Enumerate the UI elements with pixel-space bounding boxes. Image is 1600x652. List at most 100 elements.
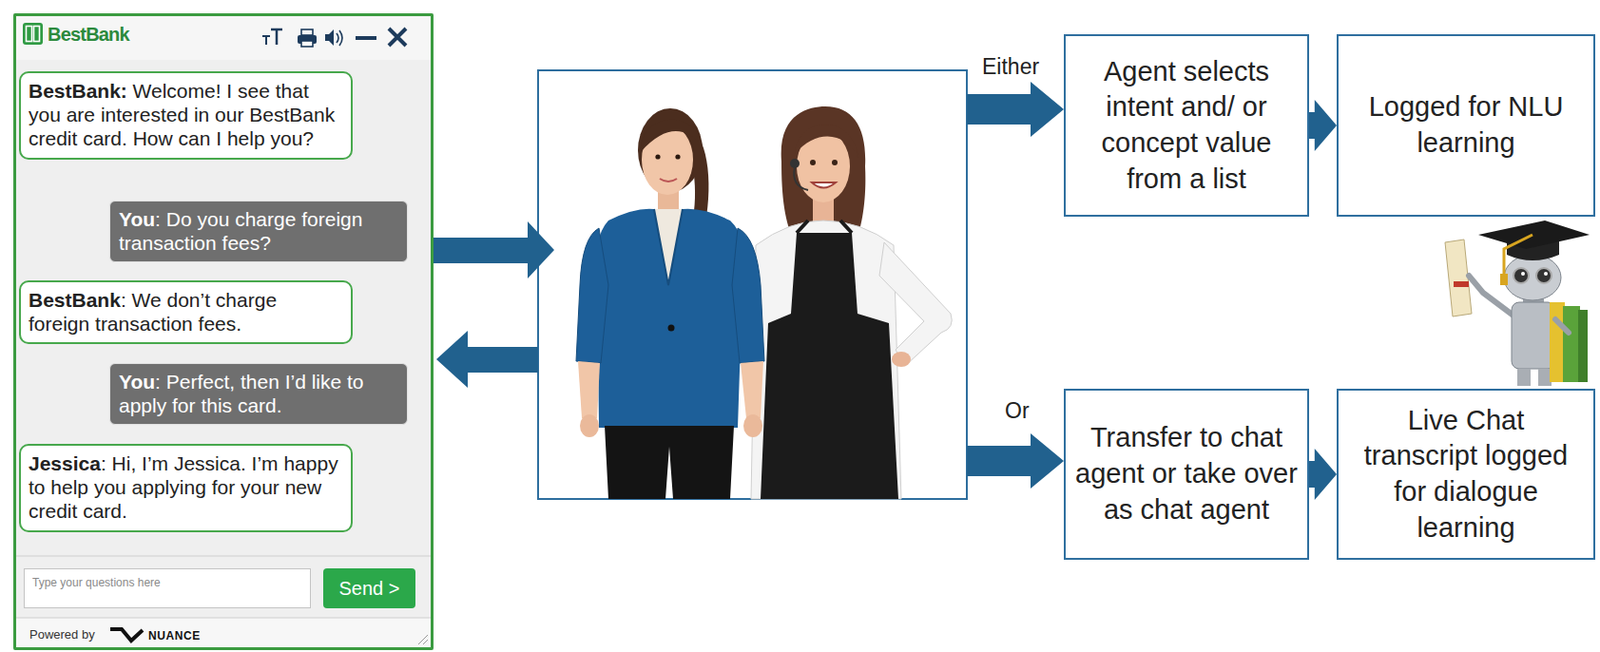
illustration-frame-part [538,70,967,500]
window-toolbar-icons-part [388,28,406,46]
avatar-woman-illustration-part [659,178,677,182]
bank-logo-icon-part [34,26,40,42]
avatar-woman-illustration-part [655,154,660,159]
chat-window-chrome [13,13,434,651]
process-box: Agent selects intent and/ or concept val… [1063,34,1310,217]
flow-arrow [1309,99,1337,152]
branch-label: Or [1004,398,1030,425]
avatar-woman-illustration-part [743,414,763,438]
bot-message-bubble: BestBank: We don’t charge foreign transa… [19,280,353,345]
bank-logo-icon-part [22,22,43,45]
window-toolbar-icons-part [301,29,313,36]
flow-arrows-part [431,221,555,279]
box-label: Logged for NLU learning [1348,89,1584,161]
flow-arrows-part [966,81,1064,137]
window-toolbar-icons-part [270,29,283,45]
avatar-woman-illustration-part [576,228,609,364]
branch-label: Either [982,54,1040,80]
nuance-logo-mark [110,629,143,641]
agent-woman-illustration-part [760,232,899,500]
speaker-name: You [118,208,155,231]
graduate-robot-illustration-part [1517,368,1531,386]
graduate-robot-illustration [1445,220,1590,386]
agent-woman-illustration-part [831,159,838,166]
user-message-bubble: You: Perfect, then I’d like to apply for… [109,363,408,425]
avatar-woman-illustration-part [604,425,734,500]
speaker-name: BestBank: [28,79,128,102]
graduate-robot-illustration-part [1555,319,1569,333]
agent-woman-illustration-part [790,158,800,169]
window-toolbar-icons [262,28,406,47]
avatar-woman-illustration-part [732,228,765,364]
graduate-robot-illustration-part [1511,302,1556,369]
user-message-bubble: You: Do you charge foreign transaction f… [109,200,408,263]
agent-woman-illustration-part [796,220,852,233]
box-label: Agent selects intent and/ or concept val… [1075,54,1298,198]
button-label: Send > [339,578,401,600]
window-toolbar-icons-part [301,40,313,47]
chat-window-chrome-part [16,617,431,648]
graduate-robot-illustration-part [1562,306,1581,383]
graduate-robot-illustration-part [1513,268,1529,284]
agent-woman-illustration-part [879,242,952,367]
placeholder-text: Type your questions here [32,576,303,590]
avatar-woman-illustration-part [740,361,764,419]
chat-window-chrome-part [16,617,431,619]
agent-woman-illustration-part [794,124,859,158]
message-text: : Perfect, then I’d like to apply for th… [118,370,365,417]
nuance-logo-mark-part [110,629,143,641]
speaker-name: BestBank [28,289,121,311]
bank-logo-icon-part [26,26,33,42]
graduate-robot-illustration-part [1500,273,1508,286]
window-toolbar-icons-part [355,36,377,40]
avatar-woman-illustration-part [579,414,599,438]
process-box: Logged for NLU learning [1336,34,1596,217]
graduate-robot-illustration-part [1453,281,1469,288]
window-toolbar-icons-part [336,30,343,46]
agent-woman-illustration [751,106,952,500]
graduate-robot-illustration-part [1549,302,1565,383]
speaker-name: You [118,370,155,393]
graduate-robot-illustration-part [1538,368,1552,386]
box-label: Live Chat transcript logged for dialogue… [1348,403,1584,547]
process-box: Transfer to chat agent or take over as c… [1063,388,1310,560]
chat-window-chrome-part [16,556,431,558]
flow-arrow [1309,448,1337,501]
window-toolbar-icons-part [325,29,334,46]
chat-window-chrome-part [13,13,434,651]
agent-woman-illustration-part [751,220,902,500]
box-label: Transfer to chat agent or take over as c… [1075,420,1298,528]
graduate-robot-illustration-part [1536,268,1552,284]
avatar-woman-illustration-part [640,119,701,153]
avatar-woman-illustration-part [654,209,683,286]
vendor-logo-text: NUANCE [148,629,201,643]
process-box: Live Chat transcript logged for dialogue… [1336,388,1596,560]
chat-window-chrome-part [16,16,431,60]
chat-window: BestBankPowered by NUANCE BestBank:Welcome… [13,13,434,651]
chat-input-field: Type your questions here [23,568,311,609]
brand-name: BestBank [47,23,130,46]
graduate-robot-illustration-part [1478,220,1590,250]
footer-text: Powered by [29,627,96,642]
agent-woman-illustration-part [811,182,836,189]
graduate-robot-illustration-part [1503,254,1562,301]
avatar-woman-illustration-part [668,325,675,332]
send-button: Send > [323,568,416,609]
illustration-frame [538,70,967,500]
flow-arrows-part [966,433,1064,489]
bot-message-bubble: BestBank:Welcome! I see that you are int… [19,71,353,160]
graduate-robot-illustration-part [1578,309,1588,383]
agent-woman-illustration-part [891,351,911,367]
avatar-woman-illustration-part [597,209,744,428]
chat-window-chrome-part [418,635,428,645]
avatar-woman-illustration [576,108,765,500]
avatar-woman-illustration-part [578,361,600,419]
window-toolbar-icons-part [262,36,270,45]
flow-arrows [431,81,1064,489]
message-text: : Do you charge foreign transaction fees… [118,208,363,254]
graduate-robot-illustration-part [1543,271,1548,276]
agent-woman-illustration-part [793,167,809,191]
graduate-robot-illustration-part [1503,234,1533,276]
speaker-name: Jessica [28,452,101,475]
